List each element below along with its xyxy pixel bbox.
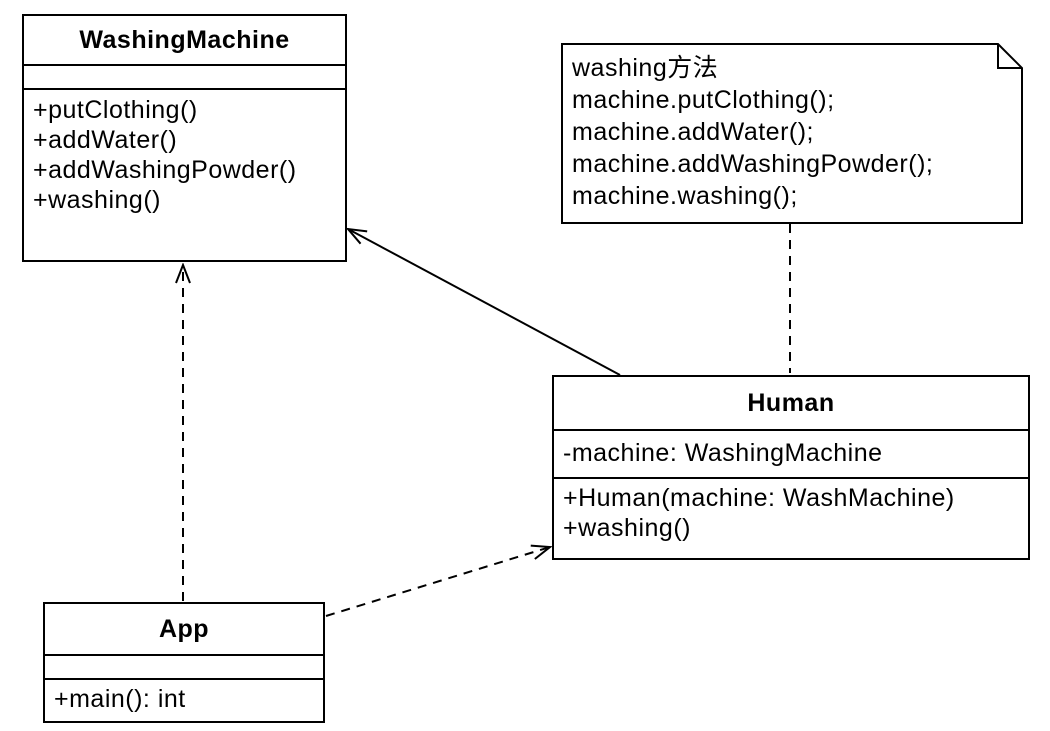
connector-app-to-human[interactable] <box>325 547 550 617</box>
method: +addWater() <box>33 126 178 154</box>
note-line: machine.putClothing(); <box>572 86 835 114</box>
note-line: machine.addWashingPowder(); <box>572 150 934 178</box>
method: +addWashingPowder() <box>33 156 297 184</box>
note-line: machine.washing(); <box>572 182 798 210</box>
class-methods-compartment: +putClothing() +addWater() +addWashingPo… <box>24 88 345 260</box>
class-attributes-compartment: -machine: WashingMachine <box>554 429 1028 477</box>
class-app[interactable]: App +main(): int <box>43 602 325 723</box>
class-attributes-compartment <box>45 654 323 678</box>
class-attributes-compartment <box>24 64 345 88</box>
method: +washing() <box>33 186 161 214</box>
attribute: -machine: WashingMachine <box>563 439 883 467</box>
note-line: machine.addWater(); <box>572 118 814 146</box>
method: +putClothing() <box>33 96 198 124</box>
method: +main(): int <box>54 685 186 713</box>
class-washingmachine[interactable]: WashingMachine +putClothing() +addWater(… <box>22 14 347 262</box>
note[interactable]: washing方法 machine.putClothing(); machine… <box>572 52 1012 212</box>
connector-human-to-washingmachine[interactable] <box>348 229 621 376</box>
class-methods-compartment: +main(): int <box>45 678 323 721</box>
method: +Human(machine: WashMachine) <box>563 484 955 512</box>
class-title: Human <box>747 388 835 417</box>
class-methods-compartment: +Human(machine: WashMachine) +washing() <box>554 477 1028 558</box>
method: +washing() <box>563 514 691 542</box>
class-title: WashingMachine <box>79 25 290 54</box>
note-line: washing方法 <box>572 54 719 82</box>
class-human[interactable]: Human -machine: WashingMachine +Human(ma… <box>552 375 1030 560</box>
class-title: App <box>158 614 210 643</box>
